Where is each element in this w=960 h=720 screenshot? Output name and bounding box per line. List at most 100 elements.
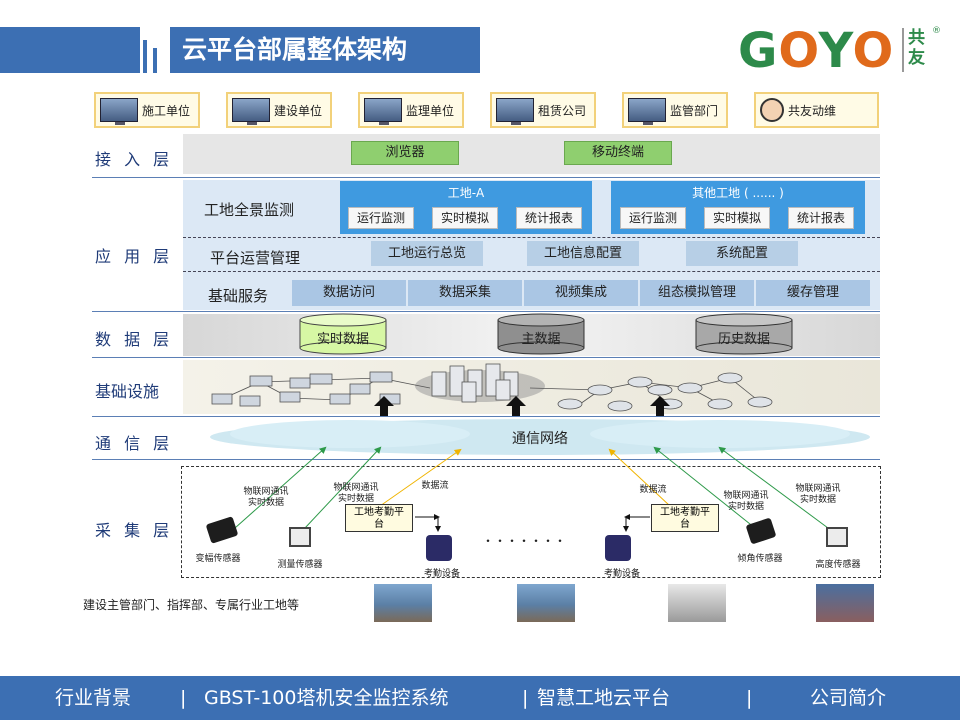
browser-box: 浏览器 [351,141,459,165]
monitor-icon [628,98,666,125]
measuring-sensor-icon [289,527,311,547]
app-row-divider [183,237,880,238]
stakeholder-construction: 施工单位 [94,92,200,128]
history-data-label: 历史数据 [717,332,770,347]
footer-link-industry[interactable]: 行业背景 [55,687,132,709]
logo-divider [902,28,904,72]
support-agent-icon [760,98,784,122]
up-arrow-icon [506,396,526,416]
up-arrow-icon [650,396,670,416]
iot-label-1a: 物联网通讯 [243,487,289,497]
site-photo-3 [668,584,726,622]
iot-label-1b: 实时数据 [247,498,284,508]
stakeholder-builder: 建设单位 [226,92,332,128]
site-a-realtime-sim: 实时模拟 [432,207,498,229]
layer-label-application: 应 用 层 [95,247,174,266]
collection-layer-frame [181,466,881,578]
footer-link-gbst100[interactable]: GBST-100塔机安全监控系统 [204,687,449,709]
footer-link-company[interactable]: 公司简介 [810,687,887,709]
comm-network-label: 通信网络 [512,431,568,447]
layer-divider [92,459,880,460]
company-logo: GOYO [738,23,895,79]
bottom-caption: 建设主管部门、指挥部、专属行业工地等 [83,598,300,612]
attendance-device-left-label: 考勤设备 [423,569,460,579]
layer-divider [92,416,880,417]
height-sensor-icon [826,527,848,547]
iot-label-4a: 物联网通讯 [795,484,841,494]
master-data-label: 主数据 [521,332,561,347]
system-config-box: 系统配置 [686,241,798,266]
stakeholder-supervisor: 监理单位 [358,92,464,128]
stakeholder-goyo-ops: 共友动维 [754,92,879,128]
attendance-device-right-label: 考勤设备 [603,569,640,579]
footer-nav: 行业背景 | GBST-100塔机安全监控系统 | 智慧工地云平台 | 公司简介 [0,676,960,720]
site-a-run-monitor: 运行监测 [348,207,414,229]
stakeholder-regulator: 监管部门 [622,92,728,128]
network-cloud-graphic [210,419,870,455]
master-db-cylinder [497,313,585,355]
iot-label-4b: 实时数据 [799,495,836,505]
layer-divider [92,311,880,312]
attendance-platform-right: 工地考勤平台 [651,504,719,532]
site-overview-box: 工地运行总览 [371,241,483,266]
history-db-cylinder [695,313,793,355]
data-access-box: 数据访问 [292,280,406,306]
data-storage-graphics [299,313,793,355]
footer-separator: | [180,687,187,709]
tilt-sensor-label: 倾角传感器 [737,554,783,564]
attendance-device-icon [605,535,631,561]
page-title: 云平台部属整体架构 [170,27,480,73]
other-sites-stat-report: 统计报表 [788,207,854,229]
video-integration-box: 视频集成 [524,280,638,306]
header-divider [153,48,157,73]
luffing-sensor-label: 变幅传感器 [195,554,241,564]
height-sensor-label: 高度传感器 [815,560,861,570]
other-sites-run-monitor: 运行监测 [620,207,686,229]
site-photo-1 [374,584,432,622]
site-photo-2 [517,584,575,622]
data-collection-box: 数据采集 [408,280,522,306]
platform-ops-label: 平台运营管理 [210,249,301,267]
other-sites-title: 其他工地 ( ...... ) [692,186,784,200]
stakeholder-leasing: 租赁公司 [490,92,596,128]
layer-label-infrastructure: 基础设施 [95,382,160,401]
layer-label-access: 接 入 层 [95,150,174,169]
data-flow-label-2: 数据流 [639,485,667,495]
iot-label-3b: 实时数据 [727,502,764,512]
monitor-icon [364,98,402,125]
iot-label-2a: 物联网通讯 [333,483,379,493]
collection-arrows [234,446,829,532]
layer-label-communication: 通 信 层 [95,434,174,453]
measuring-sensor-label: 测量传感器 [277,560,323,570]
app-row-divider [183,271,880,272]
header-accent-bar [0,27,140,73]
mobile-terminal-box: 移动终端 [564,141,672,165]
up-arrow-icon [374,396,394,416]
realtime-db-cylinder [299,313,387,355]
site-a-title: 工地-A [447,186,485,200]
iot-label-2b: 实时数据 [337,494,374,504]
footer-separator: | [746,687,753,709]
realtime-data-label: 实时数据 [316,332,369,347]
basic-services-label: 基础服务 [208,287,269,305]
monitor-icon [100,98,138,125]
data-flow-label-1: 数据流 [421,481,449,491]
ellipsis-dots: ・・・・・・・ [482,534,567,548]
monitor-icon [496,98,534,125]
header-divider [143,40,147,73]
site-config-box: 工地信息配置 [527,241,639,266]
footer-separator: | [522,687,529,709]
layer-divider [92,177,880,178]
monitor-icon [232,98,270,125]
infrastructure-network-graphic [211,363,773,416]
layer-label-data: 数 据 层 [95,330,174,349]
panoramic-monitoring-label: 工地全景监测 [204,201,295,219]
logo-registered-mark: ® [932,26,941,36]
footer-link-cloud-platform[interactable]: 智慧工地云平台 [537,687,671,709]
attendance-device-icon [426,535,452,561]
cache-mgmt-box: 缓存管理 [756,280,870,306]
site-a-stat-report: 统计报表 [516,207,582,229]
logo-chinese-text: 共友 [908,28,925,68]
iot-label-3a: 物联网通讯 [723,491,769,501]
attendance-platform-left: 工地考勤平台 [345,504,413,532]
